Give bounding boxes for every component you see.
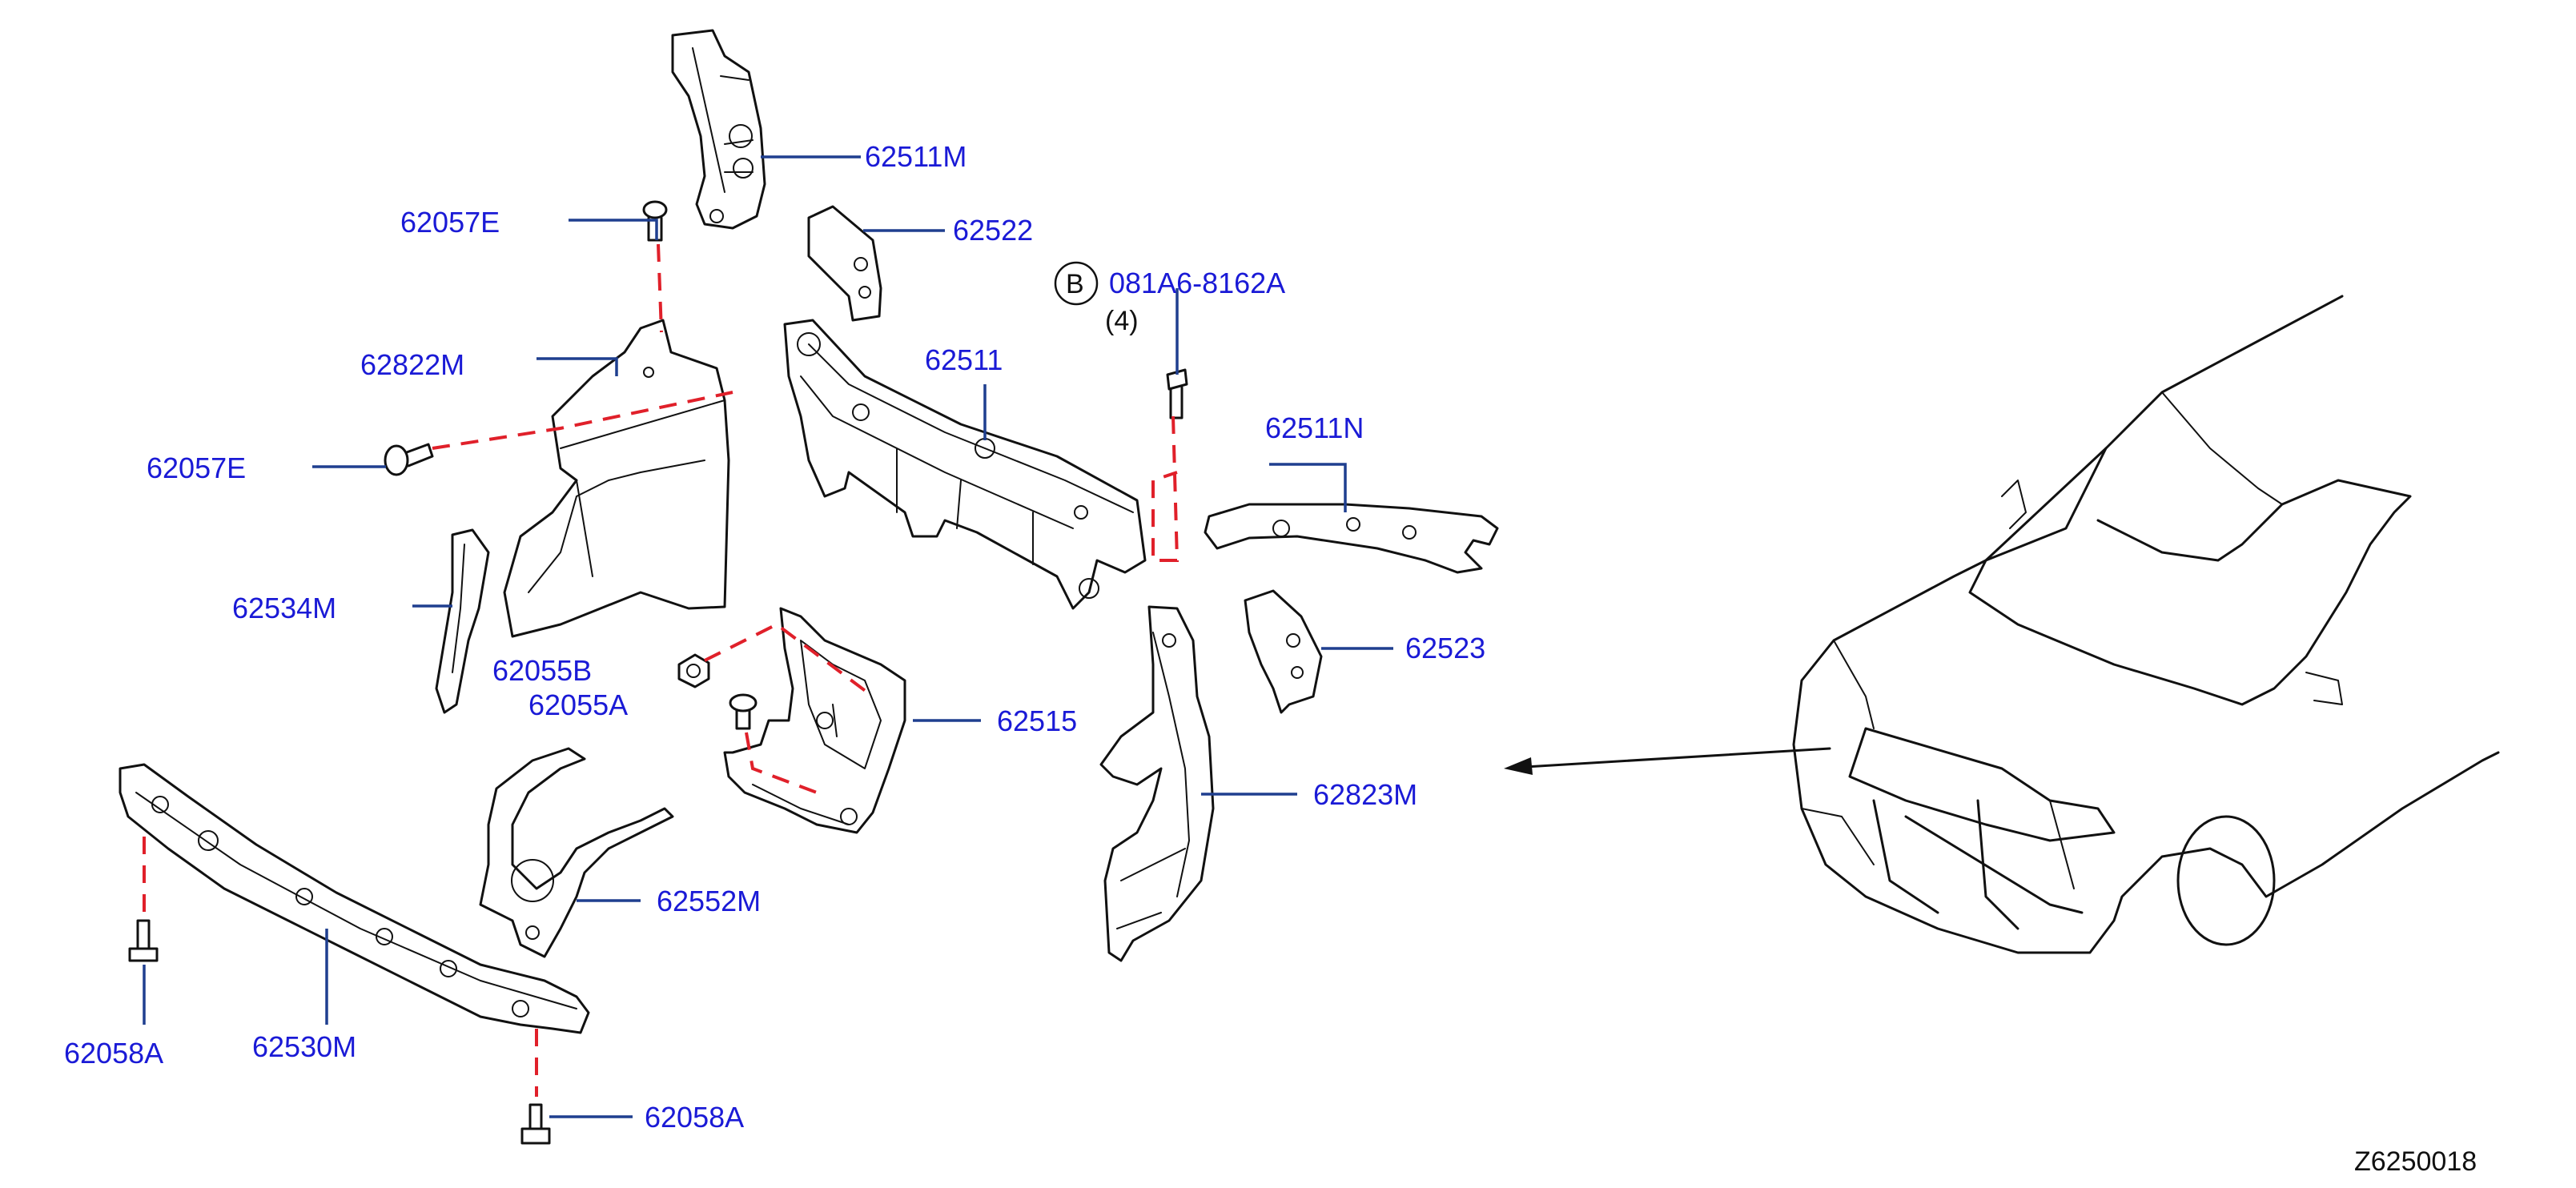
label-62523: 62523 (1405, 632, 1485, 664)
label-62057E-left: 62057E (147, 452, 246, 484)
label-62055A: 62055A (528, 688, 628, 721)
label-081A6-8162A: 081A6-8162A (1109, 267, 1285, 299)
diagram-code: Z6250018 (2354, 1146, 2477, 1177)
part-62511N (1204, 503, 1499, 574)
label-62823M: 62823M (1313, 778, 1417, 811)
bolt-62055A (729, 693, 758, 730)
bolt-symbol-letter: B (1066, 269, 1084, 299)
label-62515: 62515 (997, 704, 1077, 737)
label-62058A-left: 62058A (64, 1037, 163, 1070)
bolt-symbol-circle (1054, 261, 1099, 306)
part-62822M (503, 319, 730, 638)
part-62530M (119, 763, 590, 1034)
label-62511: 62511 (925, 343, 1003, 376)
part-62522 (807, 205, 882, 322)
label-62822M: 62822M (360, 348, 464, 381)
part-62523 (1244, 589, 1323, 714)
bolt-081A6-8162A (1166, 368, 1188, 419)
dashed-guides (143, 243, 1179, 1097)
callout-labels: 62511M 62057E 62522 B 081A6-8162A (4) 62… (64, 140, 2477, 1177)
clip-62057E-left (384, 443, 434, 476)
label-62530M: 62530M (252, 1030, 356, 1063)
label-62058A-bottom: 62058A (645, 1101, 744, 1134)
leader-lines (143, 155, 1393, 1118)
label-62057E-top: 62057E (400, 206, 500, 239)
bolt-62058A-bottom (520, 1103, 551, 1145)
locator-arrow (1504, 747, 1831, 775)
label-62055B: 62055B (492, 654, 592, 687)
part-62515 (723, 607, 906, 834)
clip-62057E-top (642, 200, 668, 242)
nut-62055B (677, 653, 710, 688)
part-62511M (671, 29, 766, 230)
vehicle-front-view (1792, 295, 2500, 954)
part-62534M (435, 528, 490, 714)
label-62552M: 62552M (657, 885, 761, 917)
label-62522: 62522 (953, 214, 1033, 247)
label-62511M: 62511M (865, 140, 967, 173)
label-62534M: 62534M (232, 592, 336, 624)
part-62552M (479, 747, 674, 958)
label-62511N: 62511N (1265, 411, 1364, 444)
part-62823M (1099, 605, 1215, 962)
label-quantity: (4) (1105, 306, 1139, 336)
bolt-62058A-left (128, 919, 159, 962)
